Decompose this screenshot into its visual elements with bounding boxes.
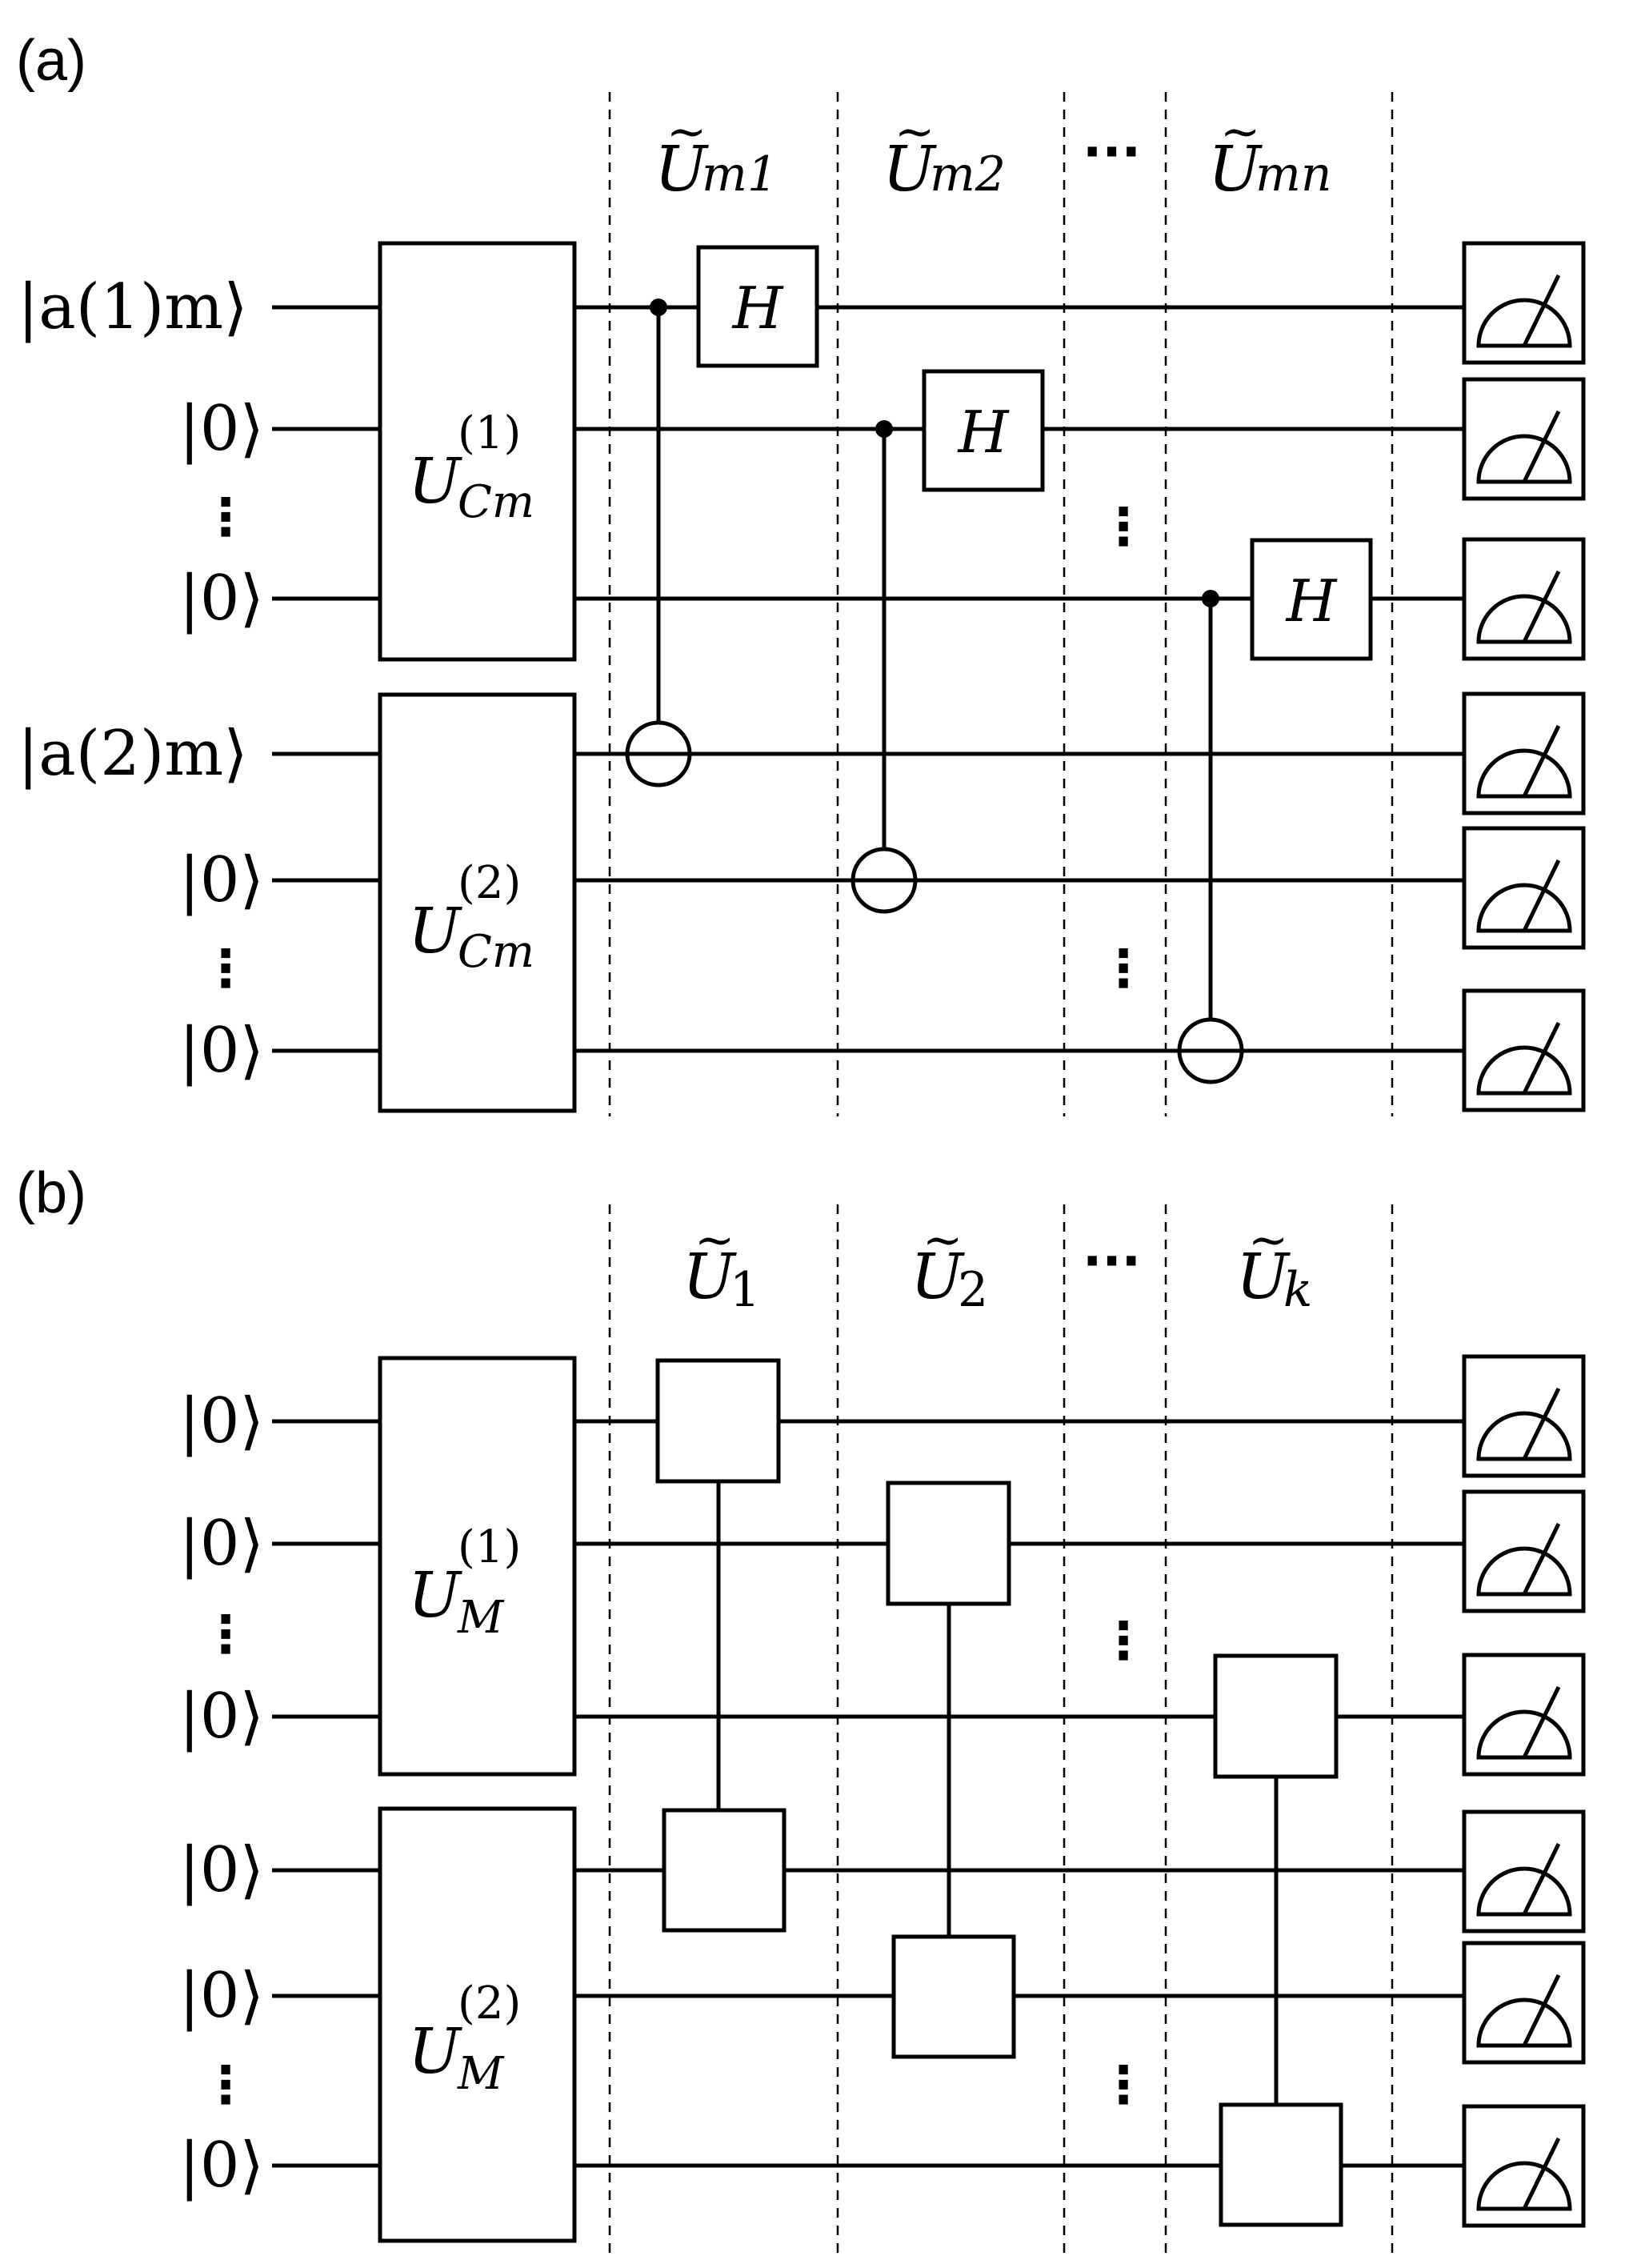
stage-label-base: U: [883, 134, 937, 206]
panel-a-meters: [1462, 241, 1586, 1112]
measurement-meter-icon: [1462, 691, 1586, 815]
stage-label-base: U: [654, 134, 709, 206]
svg-text:H: H: [1285, 567, 1338, 635]
vertical-dots: ⋮: [200, 2056, 251, 2115]
vertical-dots: ⋮: [200, 488, 251, 547]
panel-a-stage-separators: [608, 92, 1394, 1116]
vertical-dots: ⋮: [1098, 1612, 1149, 1671]
panel-a-label: (a): [16, 29, 86, 93]
measurement-meter-icon: [1462, 1809, 1586, 1933]
stage-label-sub: m2: [930, 146, 1006, 202]
stage-label-sub: mn: [1255, 146, 1332, 202]
measurement-meter-icon: [1462, 988, 1586, 1112]
panel-b-two-qubit-gate-2: [886, 1481, 1016, 2059]
measurement-meter-icon: [1462, 377, 1586, 501]
tilde-mark: ~: [1248, 1212, 1288, 1268]
input-ket: |0⟩: [179, 1834, 264, 1906]
input-ket: |0⟩: [179, 1960, 264, 2032]
svg-text:(1): (1): [458, 1521, 521, 1573]
measurement-meter-icon: [1462, 1354, 1586, 1478]
panel-a-cnot-1: [625, 299, 692, 787]
panel-a-block-2: U (2) Cm: [378, 692, 577, 1113]
panel-b-stage-label-2: ~ U 2: [911, 1212, 988, 1318]
panel-b-inputs: |0⟩ |0⟩ ⋮ |0⟩ |0⟩ |0⟩ ⋮ |0⟩: [179, 1385, 264, 2202]
measurement-meter-icon: [1462, 2104, 1586, 2228]
svg-text:H: H: [731, 274, 784, 342]
tilde-mark: ~: [1220, 104, 1260, 160]
panel-b-block-2: U (2) M: [378, 1806, 577, 2243]
svg-text:Cm: Cm: [458, 476, 534, 528]
svg-text:U: U: [408, 1560, 462, 1632]
panel-b-stage-label-k: ~ U k: [1236, 1212, 1312, 1318]
tilde-mark: ~: [923, 1212, 963, 1268]
input-ket: |0⟩: [179, 2130, 264, 2202]
measurement-meter-icon: [1462, 241, 1586, 365]
svg-text:(2): (2): [458, 857, 521, 909]
panel-a-stage-label-2: ~ U m2: [883, 104, 1006, 206]
measurement-meter-icon: [1462, 1653, 1586, 1777]
measurement-meter-icon: [1462, 537, 1586, 661]
svg-text:M: M: [457, 2048, 505, 2100]
input-ket: |0⟩: [179, 1681, 264, 1753]
panel-a-cnot-2: [851, 420, 918, 914]
svg-text:Cm: Cm: [458, 926, 534, 978]
vertical-dots: ⋮: [1098, 498, 1149, 557]
tilde-mark: ~: [694, 1212, 734, 1268]
panel-b-stage-ellipsis: ···: [1083, 1232, 1141, 1292]
measurement-meter-icon: [1462, 1489, 1586, 1613]
vertical-dots: ⋮: [200, 940, 251, 999]
vertical-dots: ⋮: [1098, 2056, 1149, 2115]
stage-label-sub: 1: [730, 1262, 760, 1318]
panel-b: (b) ~ U 1 ~ U 2 ··· ~ U k: [16, 1161, 1586, 2253]
input-ket: |0⟩: [179, 393, 264, 465]
panel-a-cnot-n: [1177, 590, 1244, 1084]
svg-text:M: M: [457, 1592, 505, 1644]
panel-b-two-qubit-gate-k: [1213, 1653, 1343, 2227]
panel-a-stage-label-1: ~ U m1: [654, 104, 778, 206]
panel-a-hadamard-1: H: [696, 245, 819, 368]
tilde-mark: ~: [895, 104, 935, 160]
tilde-mark: ~: [666, 104, 706, 160]
input-ket: |0⟩: [179, 563, 264, 635]
panel-a-hadamard-n: H: [1250, 538, 1373, 661]
panel-a-block-1: U (1) Cm: [378, 241, 577, 662]
stage-label-sub: k: [1283, 1262, 1312, 1318]
panel-a-stage-ellipsis: ···: [1083, 123, 1141, 182]
input-ket: |0⟩: [179, 1015, 264, 1087]
input-ket: |a(2)m⟩: [18, 718, 248, 790]
panel-a: (a) ~ U m1 ~ U m2 ··· ~ U mn: [16, 29, 1586, 1116]
svg-text:(2): (2): [458, 1977, 521, 2030]
svg-text:(1): (1): [458, 407, 521, 459]
panel-b-block-1: U (1) M: [378, 1356, 577, 1777]
vertical-dots: ⋮: [1098, 940, 1149, 999]
stage-label-sub: 2: [958, 1262, 988, 1318]
stage-label-base: U: [911, 1241, 965, 1313]
svg-text:U: U: [408, 2016, 462, 2088]
panel-b-meters: [1462, 1354, 1586, 2228]
panel-a-stage-label-n: ~ U mn: [1208, 104, 1332, 206]
panel-a-hadamard-2: H: [922, 369, 1045, 492]
svg-text:U: U: [408, 896, 462, 968]
input-ket: |0⟩: [179, 1508, 264, 1580]
input-ket: |0⟩: [179, 844, 264, 916]
svg-text:H: H: [957, 399, 1010, 466]
panel-b-two-qubit-gate-1: [655, 1358, 786, 1933]
input-ket: |0⟩: [179, 1385, 264, 1457]
measurement-meter-icon: [1462, 826, 1586, 950]
vertical-dots: ⋮: [200, 1605, 251, 1665]
panel-b-label: (b): [16, 1161, 86, 1225]
measurement-meter-icon: [1462, 1941, 1586, 2065]
stage-label-sub: m1: [702, 146, 778, 202]
stage-label-base: U: [1236, 1241, 1291, 1313]
stage-label-base: U: [1208, 134, 1263, 206]
panel-b-stage-label-1: ~ U 1: [682, 1212, 760, 1318]
stage-label-base: U: [682, 1241, 737, 1313]
panel-a-inputs: |a(1)m⟩ |0⟩ ⋮ |0⟩ |a(2)m⟩ |0⟩ ⋮ |0⟩: [18, 271, 264, 1087]
input-ket: |a(1)m⟩: [18, 271, 248, 343]
svg-text:U: U: [408, 446, 462, 518]
